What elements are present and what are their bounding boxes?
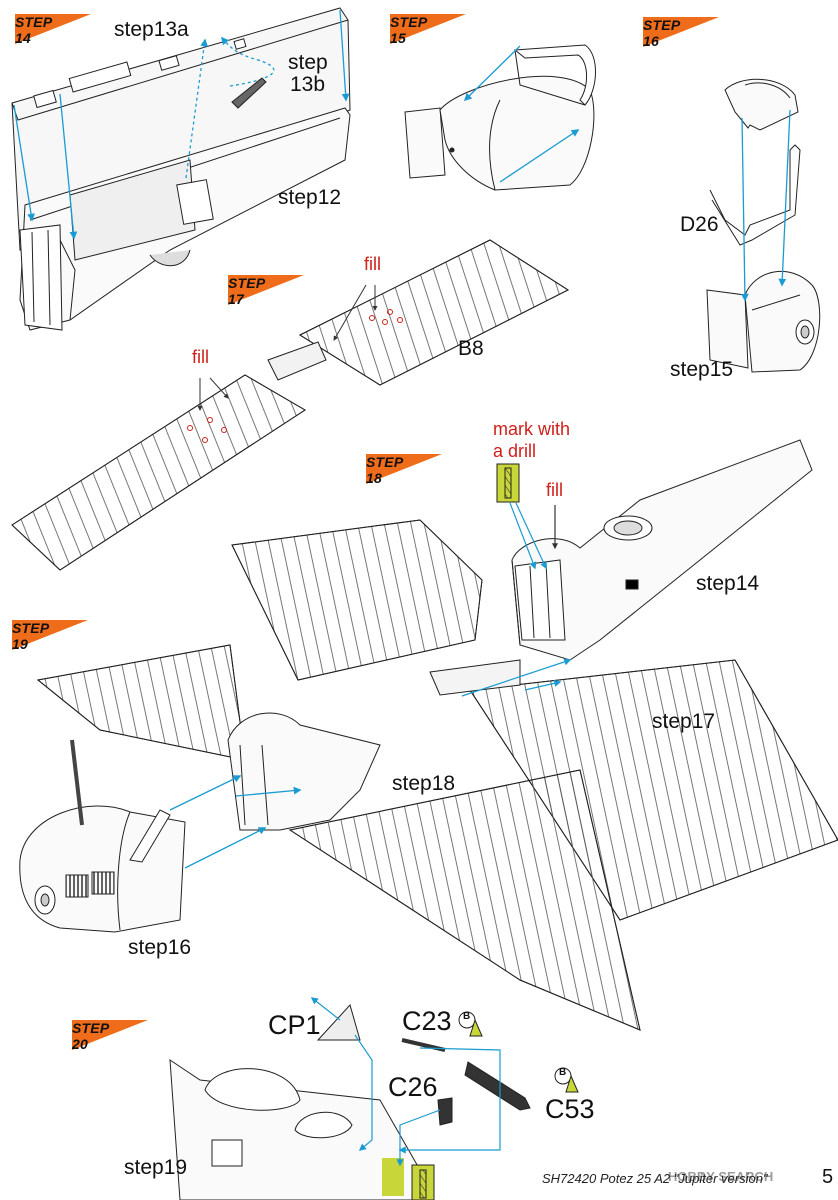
step14-arrows — [13, 9, 350, 240]
step20-assembly — [169, 1004, 579, 1200]
step19-title: STEP 19 — [12, 620, 49, 652]
label-step13b-line1: step — [288, 51, 328, 74]
step19-arrows — [169, 775, 302, 869]
step16-arrows — [740, 109, 791, 302]
label-fill-step18: fill — [546, 480, 563, 500]
step17-fill-arrows — [197, 284, 378, 411]
label-step13b-line2: 13b — [290, 73, 326, 96]
label-step12: step12 — [278, 186, 342, 209]
label-mark-drill: mark with a drill — [493, 418, 570, 462]
step18-title: STEP 18 — [366, 454, 403, 486]
step18-arrows — [461, 502, 572, 697]
label-step14-ref: step14 — [696, 572, 760, 595]
label-cp1: CP1 — [268, 1010, 321, 1040]
step17-title: STEP 17 — [228, 275, 265, 307]
badge-b-c23: B — [463, 1011, 471, 1022]
label-mark-line1: mark with — [493, 419, 571, 439]
label-step13a: step13a — [114, 18, 189, 41]
label-mark-line2: a drill — [493, 441, 537, 461]
step16-assembly — [706, 78, 821, 373]
label-c26: C26 — [388, 1072, 438, 1102]
badge-b-c53: B — [559, 1067, 567, 1078]
step15-assembly — [404, 44, 596, 191]
label-c53: C53 — [545, 1094, 595, 1124]
label-step18-ref: step18 — [392, 772, 456, 795]
watermark: HOBBY SEARCH — [668, 1169, 774, 1184]
step15-title: STEP 15 — [390, 14, 427, 46]
label-step15-ref: step15 — [670, 358, 734, 381]
step16-title: STEP 16 — [643, 17, 680, 49]
label-c23: C23 — [402, 1006, 452, 1036]
label-d26: D26 — [680, 213, 719, 236]
step17-assembly — [11, 239, 570, 571]
step15-arrows — [463, 45, 580, 183]
label-b8: B8 — [458, 337, 484, 360]
label-step19-ref: step19 — [124, 1156, 188, 1179]
step14-title: STEP 14 — [15, 14, 52, 46]
label-fill-b8: fill — [364, 254, 381, 274]
step13b-part — [231, 77, 267, 109]
step20-arrows — [310, 997, 501, 1167]
step19-assembly — [19, 644, 641, 1031]
label-step16-ref: step16 — [128, 936, 192, 959]
label-step17-ref: step17 — [652, 710, 716, 733]
step20-title: STEP 20 — [72, 1020, 109, 1052]
label-fill-wing: fill — [192, 347, 209, 367]
step18-assembly — [231, 439, 838, 921]
label-step13b: step 13b — [288, 52, 328, 96]
page-number: 5 — [822, 1166, 834, 1188]
step14-assembly — [11, 7, 351, 331]
footer-title: SH72420 Potez 25 A2 "Jupiter version" — [542, 1171, 768, 1186]
